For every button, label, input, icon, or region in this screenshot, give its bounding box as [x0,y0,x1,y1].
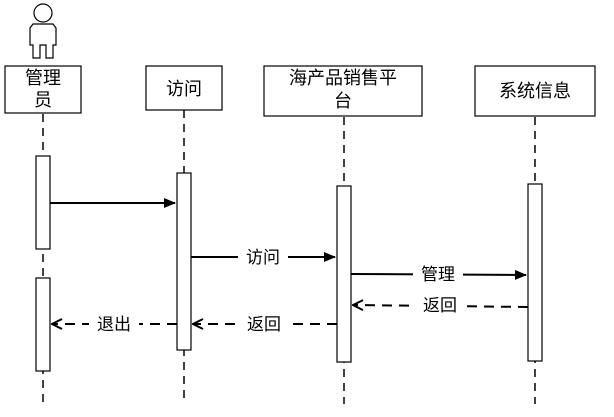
participant-admin-line2: 员 [34,90,52,111]
message-sysinfo-to-platform-label: 返回 [423,296,457,316]
participant-visit-label: 访问 [166,79,202,100]
message-visit-to-admin-label: 退出 [97,315,131,335]
participant-admin: 管理 员 [4,65,82,114]
participant-platform-line2: 台 [334,91,352,112]
message-platform-to-sysinfo-label: 管理 [421,265,455,285]
participant-sysinfo: 系统信息 [474,65,596,117]
participant-platform-line1: 海产品销售平 [289,68,397,89]
label-bg [238,312,290,336]
actor-icon [29,3,57,59]
activation-platform [336,185,352,363]
participant-visit: 访问 [145,65,223,111]
message-visit-to-platform-label: 访问 [246,248,280,268]
label-bg [238,245,288,269]
participant-platform: 海产品销售平 台 [263,65,423,117]
activation-sysinfo [527,183,543,362]
activation-admin-2 [35,277,51,372]
participant-sysinfo-label: 系统信息 [499,81,571,102]
label-bg [414,293,466,317]
participant-admin-line1: 管理 [25,68,61,89]
activation-admin-1 [35,155,51,250]
label-bg [89,312,139,336]
message-platform-to-visit-label: 返回 [247,315,281,335]
activation-visit [176,172,192,351]
label-bg [413,262,463,286]
